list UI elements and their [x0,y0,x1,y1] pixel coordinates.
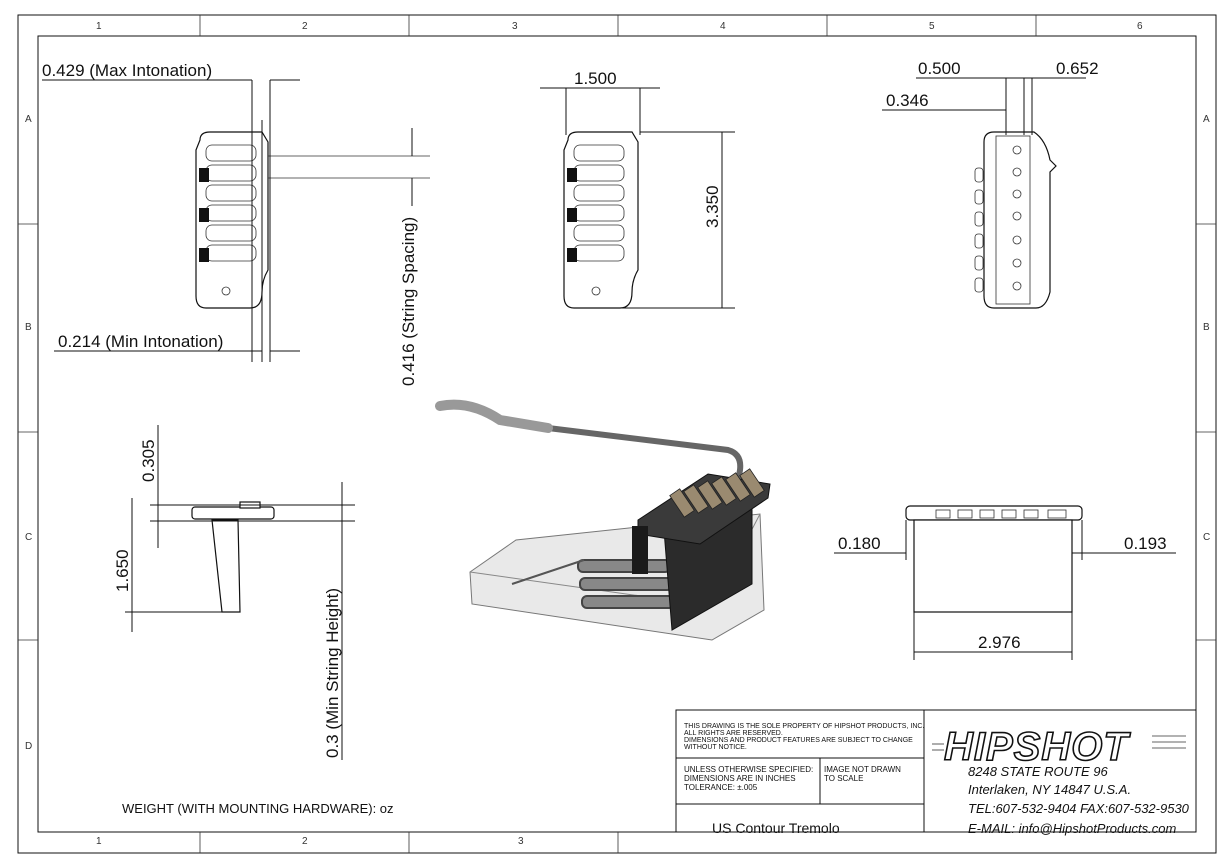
zone-top-2: 2 [302,21,308,32]
dim-lines-view1 [42,79,413,362]
rear-elevation-view [905,505,1083,613]
zone-side-a-right: A [1203,114,1210,125]
dim-length-3350: 3.350 [703,185,722,228]
dim-0305: 0.305 [139,439,158,482]
end-elevation-view [191,501,275,613]
notice-line-3: DIMENSIONS AND PRODUCT FEATURES ARE SUBJ… [684,737,913,744]
address-city: Interlaken, NY 14847 U.S.A. [968,782,1131,797]
zone-bottom-2: 2 [302,836,308,847]
hipshot-logo: HIPSHOT [932,724,1186,770]
dim-lines-view4 [125,425,355,760]
zone-bottom-3: 3 [518,836,524,847]
dim-width-1500: 1.500 [574,69,617,88]
address-email: E-MAIL: info@HipshotProducts.com [968,821,1176,836]
notice-line-2: ALL RIGHTS ARE RESERVED. [684,730,783,737]
notice-line-4: WITHOUT NOTICE. [684,744,747,751]
dim-0652: 0.652 [1056,59,1099,78]
inner-border [37,35,1197,833]
logo-text: HIPSHOT [944,725,1131,769]
zone-side-b: B [25,322,32,333]
spec-line-2: DIMENSIONS ARE IN INCHES [684,774,796,783]
zone-side-a: A [25,114,32,125]
notice-line-1: THIS DRAWING IS THE SOLE PROPERTY OF HIP… [684,723,924,730]
zone-top-6: 6 [1137,21,1143,32]
dim-lines-view5 [834,520,1176,660]
side-view [974,131,1057,309]
dim-min-string-height: 0.3 (Min String Height) [323,588,342,758]
dim-lines-view3 [882,77,1086,135]
address-phone: TEL:607-532-9404 FAX:607-532-9530 [968,801,1190,816]
zone-side-c: C [25,532,32,543]
dim-0346: 0.346 [886,91,929,110]
weight-label: WEIGHT (WITH MOUNTING HARDWARE): oz [122,801,394,816]
zone-side-b-right: B [1203,322,1210,333]
zone-top-3: 3 [512,21,518,32]
zone-top-5: 5 [929,21,935,32]
address-street: 8248 STATE ROUTE 96 [968,764,1108,779]
title-block-frame [675,709,1197,833]
dim-string-spacing: 0.416 (String Spacing) [399,217,418,386]
dim-lines-view2 [540,87,735,309]
dim-0180: 0.180 [838,534,881,553]
top-view-overall [563,131,639,309]
spec-line-1: UNLESS OTHERWISE SPECIFIED: [684,765,813,774]
spec-line-3: TOLERANCE: ±.005 [684,783,758,792]
zone-side-d: D [25,741,32,752]
dim-max-intonation: 0.429 (Max Intonation) [42,61,212,80]
top-view-intonation [195,131,430,309]
zone-ticks [18,15,1216,853]
scale-line-1: IMAGE NOT DRAWN [824,765,901,774]
part-name: US Contour Tremolo [712,820,840,836]
scale-line-2: TO SCALE [824,774,863,783]
zone-side-c-right: C [1203,532,1210,543]
zone-top-1: 1 [96,21,102,32]
zone-top-4: 4 [720,21,726,32]
dim-0193: 0.193 [1124,534,1167,553]
isometric-tremolo-render [435,399,771,641]
zone-bottom-1: 1 [96,836,102,847]
outer-border [17,14,1217,854]
dim-2976: 2.976 [978,633,1021,652]
dim-0500: 0.500 [918,59,961,78]
dim-min-intonation: 0.214 (Min Intonation) [58,332,223,351]
dim-1650: 1.650 [113,549,132,592]
